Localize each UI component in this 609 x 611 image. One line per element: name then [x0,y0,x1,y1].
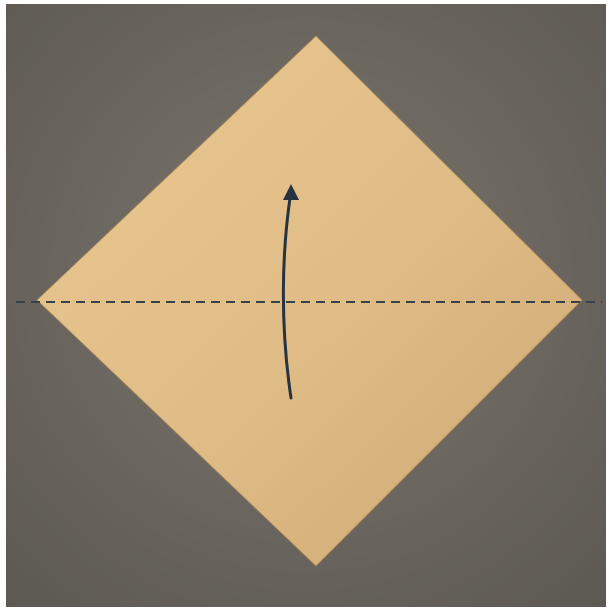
origami-diagram [6,4,606,607]
origami-photo [6,4,606,607]
